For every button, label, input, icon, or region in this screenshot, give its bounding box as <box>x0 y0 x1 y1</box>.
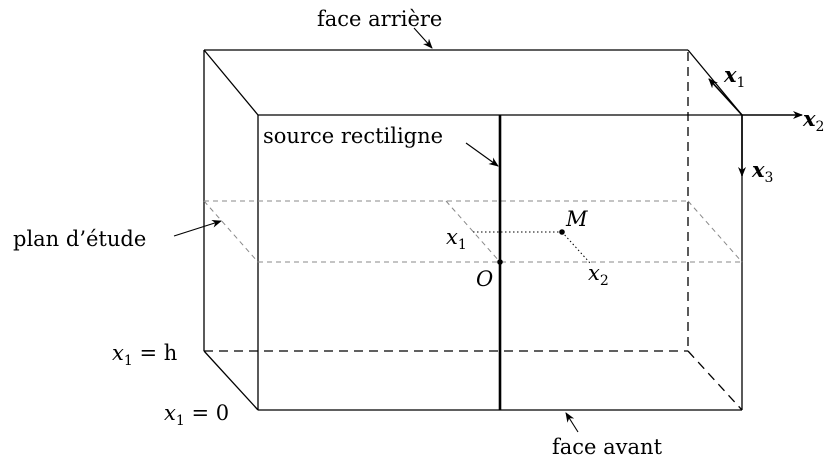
level-h-label: x1 = h <box>112 341 177 369</box>
back-face-label: face arrière <box>317 7 442 31</box>
back-face-pointer <box>413 27 433 49</box>
study-plane-pointer <box>173 219 222 237</box>
point-m-label: M <box>565 207 588 231</box>
level-0-label: x1 = 0 <box>164 401 229 429</box>
x2-axis-label: x2 <box>802 106 824 135</box>
source-label: source rectiligne <box>263 124 443 148</box>
depth-edge-bottom-right <box>687 350 743 411</box>
plane-right-edge <box>687 200 743 263</box>
x1-axis-arrow <box>708 78 743 116</box>
coord-x1-label: x1 <box>446 225 467 253</box>
plane-left-edge <box>203 200 259 263</box>
source-pointer <box>465 142 499 167</box>
x3-axis-label: x3 <box>751 157 773 186</box>
front-face-label: face avant <box>552 435 663 459</box>
origin-point <box>497 259 503 265</box>
axes <box>708 78 803 177</box>
front-face-pointer <box>565 412 579 433</box>
x1-axis-label: x1 <box>723 62 745 91</box>
depth-edge-top-left <box>203 49 259 116</box>
coord-x2-label: x2 <box>588 261 609 289</box>
origin-label: O <box>476 267 493 291</box>
study-plane-label: plan d’étude <box>13 227 146 251</box>
depth-edges <box>203 49 743 411</box>
depth-edge-bottom-left <box>203 350 259 411</box>
x2-projection <box>561 231 591 264</box>
